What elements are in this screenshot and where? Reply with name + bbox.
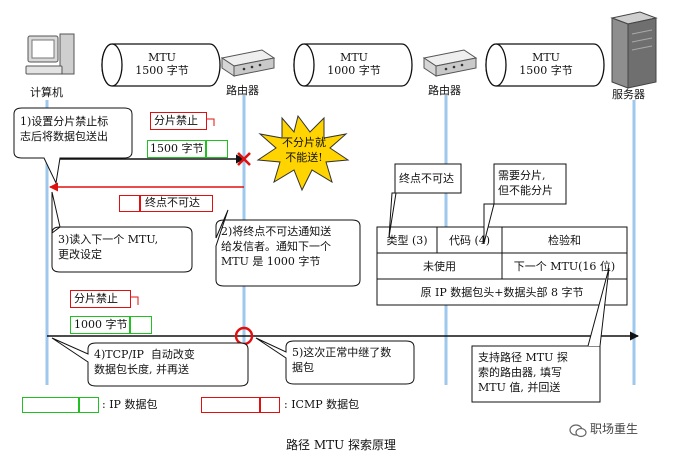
- step3-text: 3)读入下一个 MTU, 更改设定: [58, 233, 159, 261]
- router-callout-shape: [471, 345, 601, 403]
- packet2-flag-box: [70, 290, 131, 308]
- packet2-data-box: [130, 316, 152, 334]
- pipe3-label: MTU 1500 字节: [498, 51, 594, 77]
- packet2-size: 1000 字节: [74, 318, 128, 331]
- packet1-flag-box: [150, 112, 207, 130]
- packet1-flag: 分片禁止: [154, 114, 198, 127]
- pipe2-label: MTU 1000 字节: [306, 51, 402, 77]
- legend-ip: : IP 数据包: [102, 398, 158, 411]
- packet1-size: 1500 字节: [150, 142, 204, 155]
- pipe1-mtu: MTU: [148, 51, 176, 64]
- pipe1-label: MTU 1500 字节: [114, 51, 210, 77]
- watermark: 职场重生: [590, 422, 639, 436]
- step6-text: 支持路径 MTU 探 索的路由器, 填写 MTU 值, 并回送: [478, 351, 568, 394]
- step1-text: 1)设置分片禁止标 志后将数据包送出: [20, 115, 109, 143]
- field-next-mtu: 下一个 MTU(16 位): [513, 260, 616, 273]
- bubble-step2: [215, 209, 361, 287]
- bubble-step3: [51, 191, 193, 273]
- step2-text: 2)将终点不可达通知送 给发信者。通知下一个 MTU 是 1000 字节: [221, 225, 332, 268]
- field-unused: 未使用: [423, 260, 456, 273]
- router2-label: 路由器: [428, 84, 461, 97]
- field-payload: 原 IP 数据包头+数据头部 8 字节: [420, 286, 584, 299]
- wechat-icon: [569, 423, 587, 438]
- pipe3-size: 1500 字节: [519, 64, 573, 77]
- packet1-header-box: [147, 140, 206, 158]
- router-callout-tail: [587, 267, 610, 347]
- field-type: 类型 (3): [386, 234, 428, 247]
- caption: 路径 MTU 探索原理: [286, 438, 397, 452]
- packet1-data-box: [206, 140, 228, 158]
- legend-icmp-data-box: [260, 397, 280, 413]
- pipe1-size: 1500 字节: [135, 64, 189, 77]
- burst-shape: [256, 114, 350, 192]
- step4-text: 4)TCP/IP 自动改变 数据包长度, 并再送: [94, 348, 195, 376]
- icmp-callouts: [388, 163, 601, 403]
- legend-ip-data-box: [79, 397, 99, 413]
- bubble-step4: [51, 337, 249, 387]
- callout-fragment: 需要分片, 但不能分片: [498, 169, 553, 197]
- burst-text: 不分片就 不能送!: [282, 136, 326, 164]
- bubble-step5: [255, 337, 415, 385]
- legend-icmp-header-box: [201, 397, 260, 413]
- computer-label: 计算机: [30, 86, 63, 99]
- legend-ip-header-box: [22, 397, 79, 413]
- callout-unreachable: 终点不可达: [399, 172, 454, 185]
- router-icon-2: [422, 49, 478, 77]
- router-icon-1: [220, 49, 276, 77]
- icmp-reply-label: 终点不可达: [145, 196, 200, 209]
- drop-x-mark: [237, 152, 251, 166]
- speech-bubbles: [13, 107, 415, 387]
- server-icon: [610, 11, 658, 89]
- computer-icon: [25, 33, 75, 75]
- flag-pointer-2: [131, 296, 139, 305]
- step5-text: 5)这次正常中继了数 据包: [292, 346, 392, 374]
- router1-label: 路由器: [226, 84, 259, 97]
- icmp-reply-body-box: [140, 195, 213, 212]
- pipe2-size: 1000 字节: [327, 64, 381, 77]
- pipe2-mtu: MTU: [340, 51, 368, 64]
- mtu-pipes: [101, 43, 605, 87]
- icmp-format-table: [376, 226, 628, 306]
- field-code: 代码 (4): [448, 234, 491, 247]
- pipe3-mtu: MTU: [532, 51, 560, 64]
- icmp-reply-head-box: [119, 195, 140, 212]
- packet2-flag: 分片禁止: [74, 292, 118, 305]
- server-label: 服务器: [612, 88, 645, 101]
- field-checksum: 检验和: [548, 234, 581, 247]
- flag-pointer-1: [207, 118, 215, 126]
- legend-icmp: : ICMP 数据包: [284, 398, 360, 411]
- bubble-step1: [13, 107, 133, 185]
- packet2-header-box: [70, 316, 130, 334]
